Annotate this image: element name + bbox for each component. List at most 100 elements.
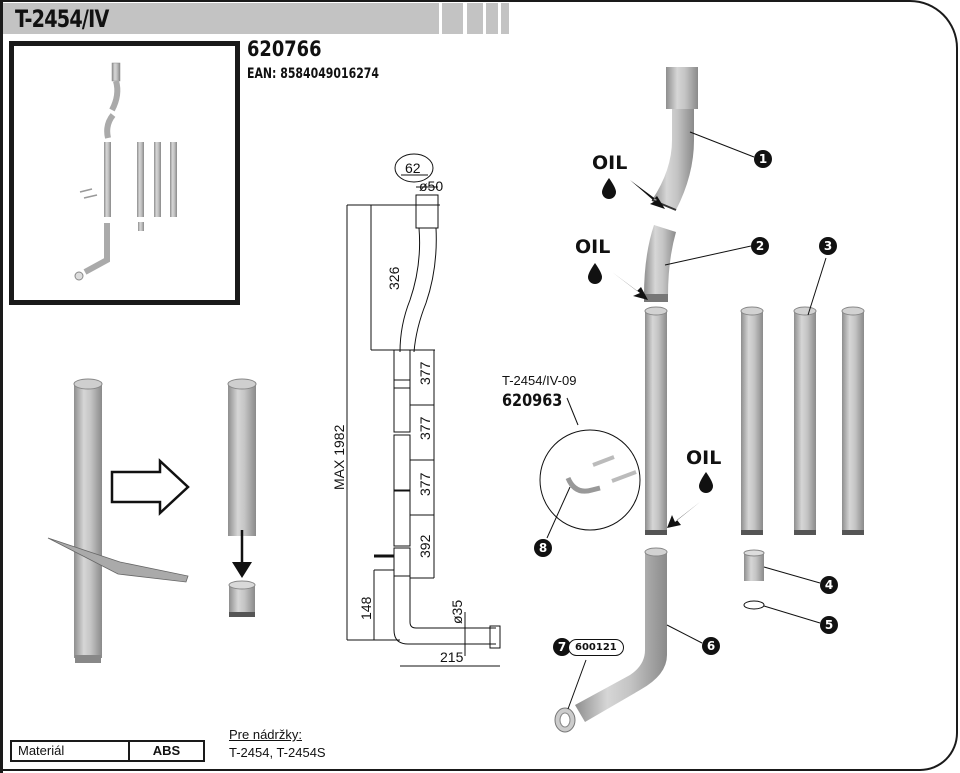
part-3-tube (645, 310, 667, 535)
material-value: ABS (152, 743, 181, 758)
adapter-piece (229, 585, 255, 615)
leader-4 (763, 566, 821, 584)
dimension-drawing (346, 153, 501, 667)
compatibility-title: Pre nádržky: (229, 727, 302, 742)
header-stripe (467, 3, 483, 34)
tube-seg (393, 349, 411, 389)
knife-icon (47, 537, 189, 583)
thumb-lower-bend (104, 113, 116, 139)
callout-2: 2 (751, 237, 769, 255)
cut-tube-top (227, 378, 257, 390)
callout-1: 1 (754, 150, 772, 168)
dim-total-length: MAX 1982 (331, 424, 347, 490)
part-1-upper-bend (652, 109, 694, 210)
thumb-elbow (83, 223, 110, 275)
part-6-elbow (575, 552, 667, 722)
upper-bend-left (399, 227, 421, 353)
long-tube-ring (75, 655, 101, 663)
svg-text:3: 3 (824, 239, 832, 253)
long-tube (74, 383, 102, 658)
part-1-cup (666, 67, 698, 109)
thumb-nut (74, 271, 84, 281)
arrow-down-icon (232, 562, 252, 578)
tube-seg (393, 547, 411, 577)
thumb-top-cup (111, 62, 121, 82)
dim-outlet-diameter: ø35 (449, 600, 465, 624)
cutting-illustration (47, 378, 257, 663)
thumb-clamp (79, 188, 98, 199)
callout-4: 4 (820, 576, 838, 594)
oil-label: OIL (592, 152, 627, 174)
cut-tube (228, 383, 256, 536)
arrow-right-icon (110, 458, 190, 516)
material-table: Materiál ABS (10, 740, 205, 762)
clamp-pin (592, 455, 615, 467)
header-bar: T-2454/IV (3, 3, 439, 34)
exploded-assembly: OIL OIL OIL 1 2 3 4 5 6 8 (534, 67, 865, 733)
callout-7: 7 600121 (553, 638, 624, 656)
oil-drop-icon (602, 178, 616, 199)
top-cup (415, 194, 439, 229)
part-3-tube (741, 310, 763, 535)
oil-label: OIL (686, 447, 721, 469)
leader-7 (567, 659, 587, 710)
oil-arrow-icon (630, 180, 665, 209)
subassembly-label: T-2454/IV-09 (502, 373, 577, 388)
elbow-outer (393, 576, 496, 645)
part-5-o-ring (743, 600, 765, 610)
part-3-tube (842, 310, 864, 535)
leader-1 (689, 131, 755, 158)
svg-text:6: 6 (707, 639, 715, 653)
callout-7-number: 7 (553, 638, 571, 656)
callout-7-code: 600121 (568, 638, 624, 656)
svg-text:2: 2 (756, 239, 764, 253)
overview-thumbnail (9, 41, 240, 305)
outlet-thread (489, 625, 501, 649)
ean-code: EAN: 8584049016274 (247, 66, 380, 82)
dim-top-diameter: ø50 (419, 178, 443, 194)
subassembly-leader (566, 397, 579, 426)
dim-upper-segment: 326 (386, 266, 402, 290)
page-frame-left-edge (0, 0, 3, 773)
part-3-tube (794, 310, 816, 535)
thumbnail-parts (74, 62, 177, 281)
thumb-upper-bend (109, 80, 121, 112)
header-stripe (501, 3, 509, 34)
svg-text:4: 4 (825, 578, 833, 592)
dim-outlet-length: 215 (440, 649, 464, 665)
oil-drop-icon (699, 472, 713, 493)
leader-5 (763, 605, 821, 624)
dimension-labels: 62 ø50 326 377 377 377 392 148 ø35 215 M… (331, 160, 465, 665)
header-stripe (442, 3, 463, 34)
oil-drop-icon (588, 263, 602, 284)
leader-3 (807, 257, 827, 316)
tube-seg (393, 434, 411, 491)
dim-tube-1: 377 (417, 361, 433, 385)
thumb-adapter (138, 222, 144, 231)
clamp-pin (611, 470, 637, 483)
dim-top-width: 62 (405, 160, 421, 176)
subassembly-circle (539, 429, 641, 531)
subassembly-code: 620963 (502, 391, 563, 411)
oil-arrow-icon (612, 272, 648, 300)
adapter-ring (229, 612, 255, 617)
upper-bend-right (413, 227, 437, 353)
thumb-tube (154, 142, 161, 217)
svg-text:8: 8 (539, 541, 547, 555)
header-stripe (486, 3, 498, 34)
oil-label: OIL (575, 236, 610, 258)
dim-tube-2: 377 (417, 416, 433, 440)
leader-2 (664, 245, 752, 266)
dim-elbow-height: 148 (358, 596, 374, 620)
part-2-lower-bend (644, 225, 676, 296)
svg-text:5: 5 (825, 618, 833, 632)
elbow-inner (409, 576, 496, 629)
callout-6: 6 (702, 637, 720, 655)
callout-3: 3 (819, 237, 837, 255)
dim-bottom-segment: 392 (417, 534, 433, 558)
tube-seg (393, 490, 411, 547)
top-width-callout (394, 153, 434, 183)
oil-arrow-icon (667, 502, 700, 528)
clamp-part (565, 476, 601, 494)
